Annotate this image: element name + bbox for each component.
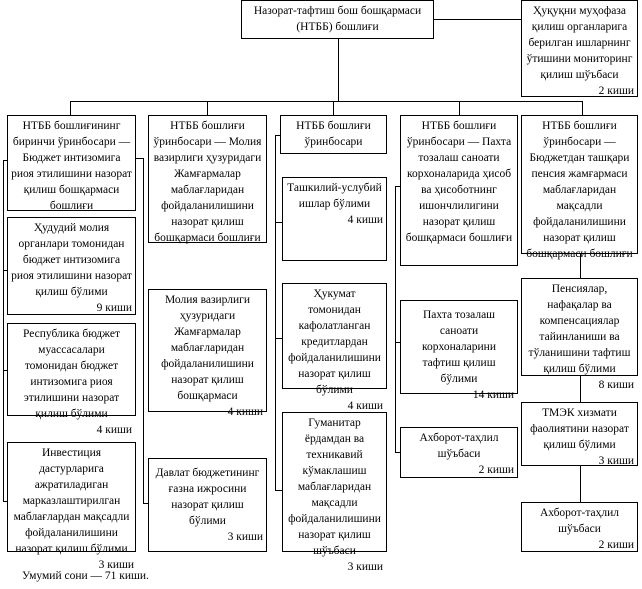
info-analysis-box: Ахборот-таҳлил шўъбаси 2 киши xyxy=(521,502,638,552)
box-title: Ҳукумат томонидан кафолатланган кредитла… xyxy=(288,288,381,396)
department-box: Гуманитар ёрдамдан ва техникавий кўмакла… xyxy=(282,412,387,573)
deputy-box: НТББ бошлиғи ўринбосари — Молия вазирлиг… xyxy=(148,115,267,244)
connector xyxy=(395,342,400,343)
box-title: Пахта тозалаш саноати корхоналарини тафт… xyxy=(422,309,496,385)
box-title: НТББ бошлиғи ўринбосари — Пахта тозалаш … xyxy=(405,120,513,244)
box-title: Ахборот-таҳлил шўъбаси xyxy=(539,507,620,535)
staff-count: 3 киши xyxy=(598,455,634,467)
box-title: Назорат-тафтиш бош бошқармаси (НТББ) бош… xyxy=(253,5,422,33)
connector xyxy=(3,270,7,271)
connector xyxy=(143,503,148,504)
department-box: Инвестиция дастурларига ажратиладиган ма… xyxy=(7,442,136,571)
connector xyxy=(143,158,144,503)
box-title: НТББ бошлиғи ўринбосари xyxy=(296,120,371,148)
deputy-box: НТББ бошлиғи ўринбосари xyxy=(280,115,387,154)
connector xyxy=(207,101,208,115)
monitoring-box: Ҳуқуқни муҳофаза қилиш органларига берил… xyxy=(521,0,638,97)
head-box: Назорат-тафтиш бош бошқармаси (НТББ) бош… xyxy=(241,0,434,39)
deputy-box: НТББ бошлиғи ўринбосари — Бюджетдан ташқ… xyxy=(521,115,638,260)
staff-count: 2 киши xyxy=(478,464,514,476)
box-title: Молия вазирлиги ҳузуридаги Жамғармалар м… xyxy=(161,294,254,402)
box-title: Ҳуқуқни муҳофаза қилиш органларига берил… xyxy=(526,5,633,81)
department-box: Республика бюджет муассасалари томонидан… xyxy=(7,323,136,436)
department-box: Ҳукумат томонидан кафолатланган кредитла… xyxy=(282,283,387,412)
staff-count: 4 киши xyxy=(347,400,383,412)
connector xyxy=(433,19,521,20)
connector xyxy=(135,158,143,159)
box-title: Гуманитар ёрдамдан ва техникавий кўмакла… xyxy=(288,417,381,557)
staff-count: 4 киши xyxy=(227,406,263,418)
connector xyxy=(459,101,460,115)
deputy-box: НТББ бошлиғи ўринбосари — Пахта тозалаш … xyxy=(400,115,518,266)
connector xyxy=(70,101,71,115)
connector xyxy=(3,501,7,502)
staff-count: 8 киши xyxy=(598,379,634,391)
box-title: Пенсиялар, нафақалар ва компенсациялар т… xyxy=(528,283,631,375)
staff-count: 14 киши xyxy=(472,389,514,401)
connector xyxy=(3,160,4,501)
connector xyxy=(395,186,396,452)
connector xyxy=(70,101,582,102)
department-box: ТМЭК хизмати фаолиятини назорат қилиш бў… xyxy=(521,402,638,467)
connector xyxy=(580,253,581,502)
connector xyxy=(333,101,334,115)
first-deputy-box: НТББ бошлиғининг биринчи ўринбосари — Бю… xyxy=(7,115,136,212)
connector xyxy=(275,222,282,223)
department-box: Ташкилий-услубий ишлар бўлими 4 киши xyxy=(282,177,387,261)
connector xyxy=(582,101,583,115)
info-analysis-box: Ахборот-таҳлил шўъбаси 2 киши xyxy=(400,427,518,478)
connector xyxy=(275,490,282,491)
box-title: Ташкилий-услубий ишлар бўлими xyxy=(287,182,382,210)
connector xyxy=(275,338,282,339)
connector xyxy=(3,160,7,161)
department-box: Пенсиялар, нафақалар ва компенсациялар т… xyxy=(521,278,638,391)
staff-count: 9 киши xyxy=(96,302,132,314)
connector xyxy=(275,135,276,490)
box-title: НТББ бошлиғи ўринбосари — Бюджетдан ташқ… xyxy=(526,120,633,260)
box-title: НТББ бошлиғи ўринбосари — Молия вазирлиг… xyxy=(153,120,262,244)
box-title: Республика бюджет муассасалари томонидан… xyxy=(23,328,120,420)
connector xyxy=(395,186,400,187)
total-staff: Умумий сони — 71 киши. xyxy=(22,570,149,582)
staff-count: 3 киши xyxy=(98,559,134,571)
staff-count: 4 киши xyxy=(96,424,132,436)
staff-count: 2 киши xyxy=(598,85,634,97)
department-box: Давлат бюджетининг ғазна ижросини назора… xyxy=(148,458,267,552)
box-title: Инвестиция дастурларига ажратиладиган ма… xyxy=(13,447,130,555)
box-title: НТББ бошлиғининг биринчи ўринбосари — Бю… xyxy=(11,120,132,212)
box-title: Ахборот-таҳлил шўъбаси xyxy=(419,432,499,460)
box-title: ТМЭК хизмати фаолиятини назорат қилиш бў… xyxy=(530,407,629,451)
connector xyxy=(395,452,400,453)
department-box: Пахта тозалаш саноати корхоналарини тафт… xyxy=(400,300,518,401)
staff-count: 3 киши xyxy=(227,531,263,543)
connector xyxy=(338,38,339,101)
connector xyxy=(3,370,7,371)
connector xyxy=(275,135,280,136)
department-box: Молия вазирлиги ҳузуридаги Жамғармалар м… xyxy=(148,289,267,418)
department-box: Ҳудудий молия органлари томонидан бюджет… xyxy=(7,217,136,315)
staff-count: 3 киши xyxy=(347,561,383,573)
staff-count: 4 киши xyxy=(347,214,383,226)
box-title: Давлат бюджетининг ғазна ижросини назора… xyxy=(155,467,260,527)
box-title: Ҳудудий молия органлари томонидан бюджет… xyxy=(11,222,132,298)
staff-count: 2 киши xyxy=(598,539,634,551)
